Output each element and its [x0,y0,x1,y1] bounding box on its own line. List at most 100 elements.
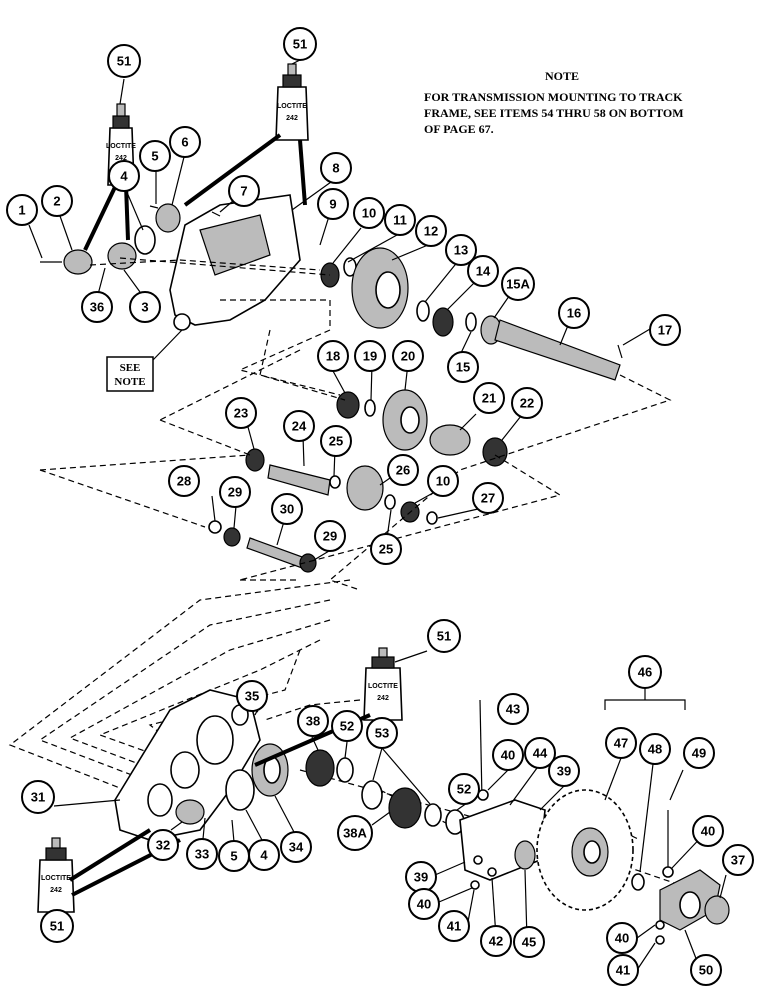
svg-text:10: 10 [362,206,376,221]
svg-text:12: 12 [424,224,438,239]
callout-28: 28 [168,465,200,497]
svg-text:40: 40 [615,931,629,946]
svg-text:3: 3 [141,300,148,315]
note-line-3: OF PAGE 67. [424,122,494,136]
callout-51-a: 51 [107,44,141,78]
svg-text:37: 37 [731,853,745,868]
part-24-shaft [267,464,331,496]
callout-29-lower: 29 [314,520,346,552]
callout-27: 27 [472,482,504,514]
bottle-1-brand: LOCTITE [106,143,136,150]
callout-22: 22 [511,387,543,419]
note-block: NOTE FOR TRANSMISSION MOUNTING TO TRACK … [424,69,684,136]
lower-assembly [114,689,730,945]
part-38-bearing [305,749,335,787]
svg-text:14: 14 [476,264,491,279]
svg-text:51: 51 [437,629,451,644]
part-38a-bearing [388,787,422,829]
svg-text:23: 23 [234,406,248,421]
callout-51-b: 51 [283,27,317,61]
bottle-4-number: 242 [50,887,62,894]
callout-7: 7 [228,175,260,207]
see-note-box: SEE NOTE [106,329,183,392]
svg-text:7: 7 [240,184,247,199]
svg-text:15: 15 [456,360,470,375]
callout-47: 47 [605,727,637,759]
callout-20: 20 [392,340,424,372]
part-29-bearing [223,527,241,547]
svg-text:30: 30 [280,502,294,517]
see-note-line-1: SEE [120,362,141,374]
svg-text:10: 10 [436,474,450,489]
svg-text:40: 40 [701,824,715,839]
svg-text:16: 16 [567,306,581,321]
svg-text:21: 21 [482,391,496,406]
callout-15: 15 [447,351,479,383]
callout-30: 30 [271,493,303,525]
svg-text:52: 52 [457,782,471,797]
svg-text:29: 29 [228,485,242,500]
part-53-ring [361,780,383,810]
see-note-line-2: NOTE [114,376,145,388]
svg-text:5: 5 [230,849,237,864]
svg-text:18: 18 [326,349,340,364]
svg-text:2: 2 [53,194,60,209]
callout-25-lower: 25 [370,533,402,565]
callout-51-d: 51 [40,909,74,943]
part-2-cap [63,249,93,275]
svg-text:39: 39 [414,870,428,885]
svg-text:35: 35 [245,689,259,704]
callout-13: 13 [445,234,477,266]
part-14-bearing [432,307,454,337]
callout-31: 31 [21,780,55,814]
svg-text:24: 24 [292,419,307,434]
part-32-cap [175,799,205,825]
callout-24: 24 [283,410,315,442]
svg-text:39: 39 [557,764,571,779]
callout-40-d: 40 [606,922,638,954]
svg-text:25: 25 [329,434,343,449]
callout-33: 33 [186,838,218,870]
svg-text:4: 4 [120,169,128,184]
callout-53: 53 [366,717,398,749]
svg-text:31: 31 [31,790,45,805]
bottle-3-brand: LOCTITE [368,683,398,690]
svg-text:4: 4 [260,848,268,863]
dashed-lines-upper [39,257,672,591]
svg-text:46: 46 [638,665,652,680]
loctite-bottle-3: LOCTITE 242 [363,647,403,721]
callout-38A: 38A [337,815,373,851]
svg-text:11: 11 [393,213,407,228]
callout-4-lower: 4 [248,839,280,871]
svg-text:25: 25 [379,542,393,557]
svg-text:38: 38 [306,714,320,729]
part-13-ring [416,300,430,322]
svg-text:51: 51 [117,54,131,69]
part-16-shaft [494,319,621,381]
callout-11: 11 [384,204,416,236]
callout-1: 1 [6,194,38,226]
callout-50: 50 [690,954,722,986]
callout-35: 35 [236,680,268,712]
svg-text:53: 53 [375,726,389,741]
svg-text:8: 8 [332,161,339,176]
callout-42: 42 [480,925,512,957]
callout-46: 46 [628,655,662,689]
callout-21: 21 [473,382,505,414]
callout-10-lower: 10 [427,465,459,497]
bottle-1-number: 242 [115,155,127,162]
callout-3: 3 [129,291,161,323]
part-4-gasket-lower [225,769,255,811]
part-44-block [459,799,546,881]
callout-26: 26 [387,454,419,486]
callout-29-upper: 29 [219,476,251,508]
callout-43: 43 [497,693,529,725]
part-52-ring [336,757,354,783]
part-47-sprocket [536,789,634,911]
part-18-bearing [336,391,360,419]
svg-text:51: 51 [293,37,307,52]
callout-39-lower: 39 [405,861,437,893]
note-title: NOTE [545,69,579,83]
callout-36: 36 [81,291,113,323]
svg-text:49: 49 [692,746,706,761]
